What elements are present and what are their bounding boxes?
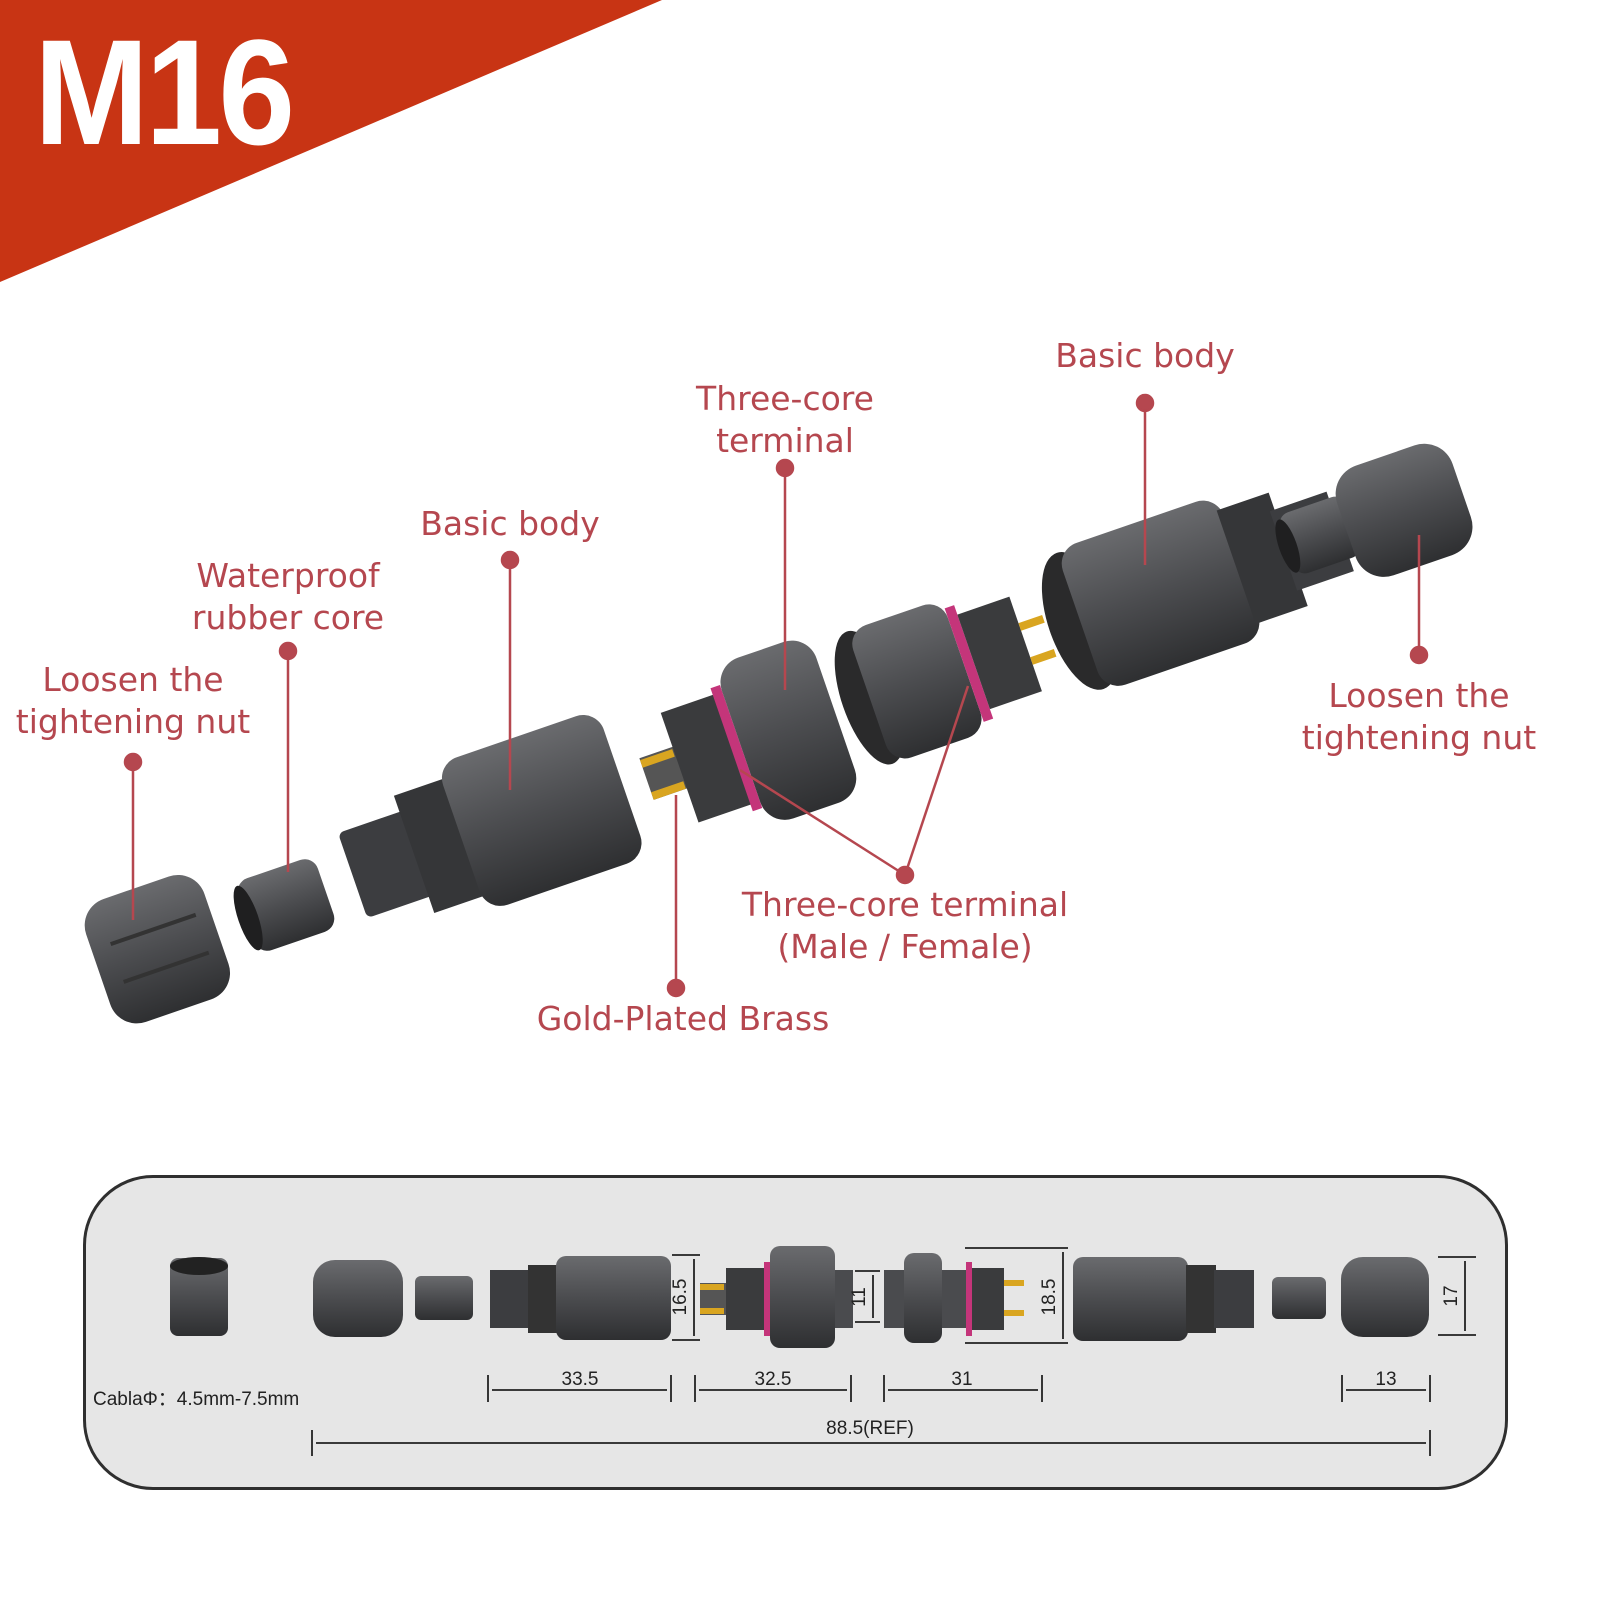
label-basic-body-left: Basic body bbox=[420, 504, 600, 543]
dim-body-diameter: 16.5 bbox=[670, 1278, 691, 1316]
label-line: tightening nut bbox=[1301, 718, 1537, 757]
label-line: (Male / Female) bbox=[777, 927, 1033, 966]
label-line: Loosen the bbox=[42, 660, 224, 699]
label-line: tightening nut bbox=[15, 702, 251, 741]
female-terminal bbox=[834, 596, 1057, 765]
product-title: M16 bbox=[34, 8, 295, 176]
banner-background bbox=[0, 0, 662, 282]
dim-body-length: 33.5 bbox=[561, 1369, 599, 1390]
dim-female-diameter: 18.5 bbox=[1039, 1278, 1060, 1316]
label-line: Three-core bbox=[696, 379, 874, 418]
label-line: rubber core bbox=[191, 598, 385, 637]
nut-right bbox=[1335, 443, 1473, 577]
label-three-core-terminal-bottom: Three-core terminal(Male / Female) bbox=[742, 884, 1068, 968]
dim-female-length: 31 bbox=[951, 1369, 973, 1390]
label-line: Three-core terminal bbox=[741, 885, 1069, 924]
label-line: Loosen the bbox=[1328, 676, 1510, 715]
dim-total-length: 88.5(REF) bbox=[826, 1418, 914, 1439]
side-view-parts bbox=[170, 1246, 1429, 1348]
dim-male-length: 32.5 bbox=[754, 1369, 792, 1390]
rubber-core-right bbox=[1275, 496, 1361, 574]
rubber-core-left bbox=[233, 859, 335, 951]
dim-male-diameter: 11 bbox=[849, 1287, 870, 1307]
dimension-lines bbox=[311, 1247, 1476, 1456]
male-terminal bbox=[639, 640, 857, 823]
label-basic-body-right: Basic body bbox=[1055, 336, 1235, 375]
label-line: terminal bbox=[716, 421, 854, 460]
basic-body-left bbox=[339, 715, 642, 917]
label-gold-plated-brass: Gold-Plated Brass bbox=[536, 999, 830, 1038]
nut-left bbox=[84, 874, 231, 1024]
dim-nut-length: 13 bbox=[1375, 1369, 1397, 1390]
dim-nut-diameter: 17 bbox=[1441, 1285, 1462, 1307]
label-line: Waterproof bbox=[196, 556, 380, 595]
cable-diameter-range: CablaΦ：4.5mm-7.5mm bbox=[93, 1389, 300, 1410]
